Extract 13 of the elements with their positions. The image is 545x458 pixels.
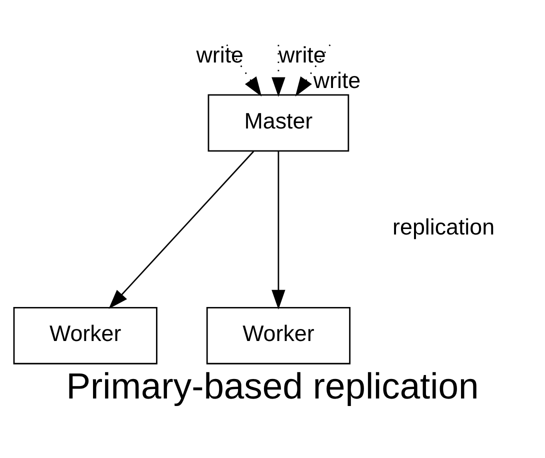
arrow [272, 44, 286, 96]
node-box: Worker [13, 306, 158, 364]
edge-label: write [313, 67, 361, 92]
arrow [226, 44, 262, 96]
arrow [295, 44, 331, 96]
edge-label: write [196, 42, 244, 68]
arrow [272, 150, 286, 309]
edge-label: write [278, 42, 326, 67]
node-box: Worker [206, 306, 350, 364]
node-box: Master [208, 94, 350, 152]
caption: Primary-based replication [66, 364, 479, 406]
label: replication [392, 214, 495, 240]
arrow [108, 150, 254, 308]
